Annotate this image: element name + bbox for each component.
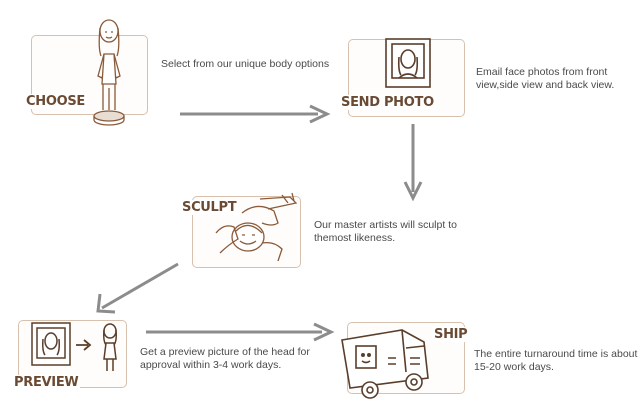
- step-title-choose: CHOOSE: [24, 94, 87, 109]
- photo-frame-icon: [385, 38, 431, 88]
- sculpting-hands-icon: [215, 192, 298, 262]
- step-title-preview: PREVIEW: [12, 375, 81, 390]
- step-title-ship: SHIP: [432, 327, 470, 342]
- step-description-send-photo: Email face photos from front view,side v…: [476, 66, 615, 91]
- arrow-down-icon: [403, 124, 423, 202]
- step-description-choose: Select from our unique body options: [161, 58, 330, 70]
- step-description-ship: The entire turnaround time is about 15-2…: [474, 348, 638, 373]
- photo-to-figure-icon: [31, 322, 117, 371]
- arrow-right-icon: [146, 322, 335, 342]
- delivery-truck-icon: [341, 329, 429, 399]
- step-description-preview: Get a preview picture of the head for ap…: [140, 346, 310, 371]
- arrow-right-icon: [180, 104, 331, 124]
- arrow-diagonal-icon: [96, 262, 179, 314]
- step-title-send-photo: SEND PHOTO: [339, 95, 436, 110]
- step-title-sculpt: SCULPT: [180, 200, 239, 215]
- step-description-sculpt: Our master artists will sculpt to themos…: [314, 219, 457, 244]
- bobblehead-figure-icon: [93, 19, 125, 126]
